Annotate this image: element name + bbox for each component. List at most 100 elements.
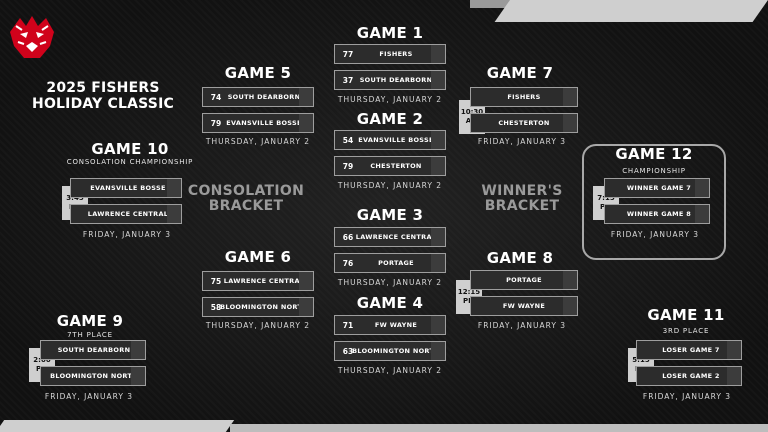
label-line: CONSOLATION	[187, 183, 305, 199]
game11-team2: LOSER GAME 2	[636, 366, 742, 386]
box-corner	[299, 272, 313, 290]
team-name: LAWRENCE CENTRAL	[355, 233, 437, 241]
game9-date: FRIDAY, JANUARY 3	[44, 392, 134, 401]
box-corner	[299, 298, 313, 316]
game2-team1: 54 EVANSVILLE BOSSE	[334, 130, 446, 150]
game5-date: THURSDAY, JANUARY 2	[205, 137, 311, 146]
team-name: LOSER GAME 7	[662, 346, 720, 354]
game5-team1: 74 SOUTH DEARBORN	[202, 87, 314, 107]
decorative-stripe	[230, 424, 768, 432]
box-corner	[563, 114, 577, 132]
decorative-stripe	[494, 0, 768, 22]
game11-team1: LOSER GAME 7	[636, 340, 742, 360]
game4-team1: 71 FW WAYNE	[334, 315, 446, 335]
game6-team1: 75 LAWRENCE CENTRAL	[202, 271, 314, 291]
score: 74	[210, 92, 222, 102]
game1-team2: 37 SOUTH DEARBORN	[334, 70, 446, 90]
team-name: PORTAGE	[378, 259, 414, 267]
box-corner	[563, 88, 577, 106]
box-corner	[563, 297, 577, 315]
team-name: WINNER GAME 7	[626, 184, 692, 192]
team-name: BLOOMINGTON NORTH	[220, 303, 308, 311]
team-name: CHESTERTON	[498, 119, 550, 127]
game6-date: THURSDAY, JANUARY 2	[205, 321, 311, 330]
score: 77	[342, 49, 354, 59]
game8-team2: FW WAYNE	[470, 296, 578, 316]
team-name: SOUTH DEARBORN	[359, 76, 433, 84]
score: 54	[342, 135, 354, 145]
game12-team2: WINNER GAME 8	[604, 204, 710, 224]
consolation-bracket-label: CONSOLATION BRACKET	[186, 184, 306, 214]
team-name: SOUTH DEARBORN	[57, 346, 131, 354]
team-name: LOSER GAME 2	[662, 372, 720, 380]
game9-team1: SOUTH DEARBORN	[40, 340, 146, 360]
team-name: PORTAGE	[506, 276, 542, 284]
event-title: 2025 FISHERS HOLIDAY CLASSIC	[28, 80, 178, 112]
game2-date: THURSDAY, JANUARY 2	[337, 181, 443, 190]
score: 58	[210, 302, 222, 312]
game7-team2: CHESTERTON	[470, 113, 578, 133]
game3-team1: 66 LAWRENCE CENTRAL	[334, 227, 446, 247]
game3-title: GAME 3	[356, 206, 424, 224]
team-name: SOUTH DEARBORN	[227, 93, 301, 101]
score: 79	[342, 161, 354, 171]
game5-team2: 79 EVANSVILLE BOSSE	[202, 113, 314, 133]
team-name: FW WAYNE	[502, 302, 546, 310]
box-corner	[431, 316, 445, 334]
game10-team2: LAWRENCE CENTRAL	[70, 204, 182, 224]
decorative-stripe	[470, 0, 510, 8]
box-corner	[695, 205, 709, 223]
box-corner	[431, 254, 445, 272]
label-line: BRACKET	[208, 198, 284, 214]
label-line: BRACKET	[484, 198, 560, 214]
score: 79	[210, 118, 222, 128]
box-corner	[431, 342, 445, 360]
game7-date: FRIDAY, JANUARY 3	[477, 137, 567, 146]
box-corner	[431, 71, 445, 89]
box-corner	[695, 179, 709, 197]
team-name: WINNER GAME 8	[626, 210, 692, 218]
box-corner	[299, 88, 313, 106]
team-name: EVANSVILLE BOSSE	[226, 119, 302, 127]
game11-date: FRIDAY, JANUARY 3	[642, 392, 732, 401]
game12-team1: WINNER GAME 7	[604, 178, 710, 198]
box-corner	[431, 131, 445, 149]
event-title-line1: 2025 FISHERS	[46, 80, 160, 96]
game9-subtitle: 7TH PLACE	[67, 331, 113, 339]
team-name: FISHERS	[379, 50, 413, 58]
game6-title: GAME 6	[224, 248, 292, 266]
event-title-line2: HOLIDAY CLASSIC	[32, 96, 174, 112]
box-corner	[563, 271, 577, 289]
game12-date: FRIDAY, JANUARY 3	[610, 230, 700, 239]
game10-title: GAME 10	[91, 140, 169, 158]
game3-date: THURSDAY, JANUARY 2	[337, 278, 443, 287]
score: 63	[342, 346, 354, 356]
team-name: BLOOMINGTON NORTH	[50, 372, 138, 380]
game4-date: THURSDAY, JANUARY 2	[337, 366, 443, 375]
box-corner	[167, 179, 181, 197]
game10-team1: EVANSVILLE BOSSE	[70, 178, 182, 198]
winners-bracket-label: WINNER'S BRACKET	[462, 184, 582, 214]
decorative-stripe	[0, 420, 235, 432]
score: 66	[342, 232, 354, 242]
game8-date: FRIDAY, JANUARY 3	[477, 321, 567, 330]
game8-team1: PORTAGE	[470, 270, 578, 290]
team-name: CHESTERTON	[370, 162, 422, 170]
game11-subtitle: 3RD PLACE	[662, 327, 710, 335]
team-name: LAWRENCE CENTRAL	[223, 277, 305, 285]
score: 75	[210, 276, 222, 286]
box-corner	[431, 228, 445, 246]
box-corner	[167, 205, 181, 223]
team-name: EVANSVILLE BOSSE	[358, 136, 434, 144]
game9-title: GAME 9	[56, 312, 124, 330]
game10-subtitle: CONSOLATION CHAMPIONSHIP	[66, 158, 194, 166]
game2-title: GAME 2	[356, 110, 424, 128]
game7-title: GAME 7	[486, 64, 554, 82]
game3-team2: 76 PORTAGE	[334, 253, 446, 273]
game1-title: GAME 1	[356, 24, 424, 42]
game2-team2: 79 CHESTERTON	[334, 156, 446, 176]
game4-title: GAME 4	[356, 294, 424, 312]
score: 71	[342, 320, 354, 330]
game12-subtitle: CHAMPIONSHIP	[622, 167, 686, 175]
box-corner	[431, 45, 445, 63]
